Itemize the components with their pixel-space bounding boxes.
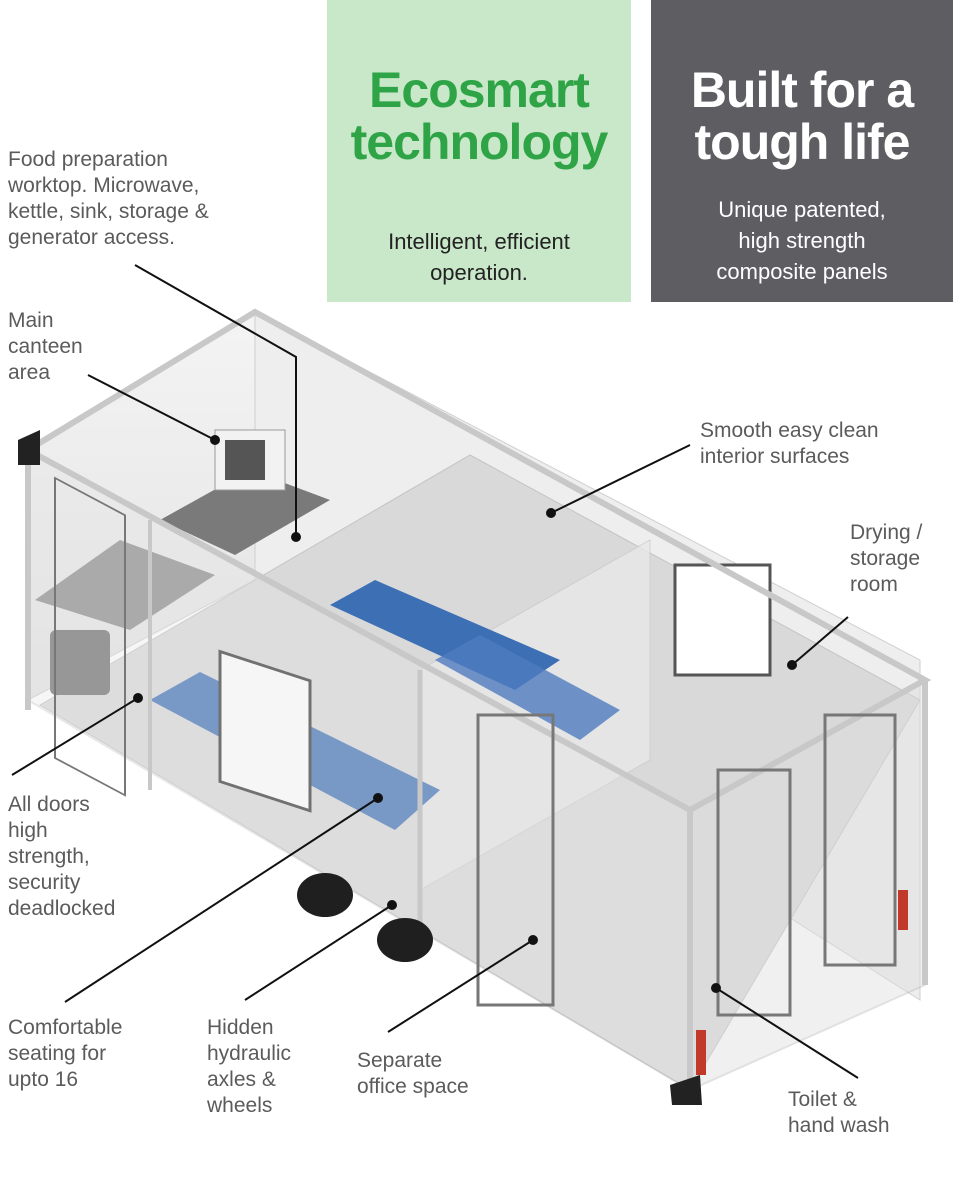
leader-lines bbox=[11, 264, 859, 1079]
seat-office bbox=[435, 635, 620, 740]
door-drying bbox=[823, 713, 897, 967]
ecosmart-body: Intelligent, efficient operation. bbox=[388, 229, 570, 285]
door-office bbox=[476, 713, 555, 1007]
tough-title: Built for a tough life bbox=[690, 62, 914, 170]
callout-doors: All doors high strength, security deadlo… bbox=[8, 793, 116, 920]
callout-toilet: Toilet & hand wash bbox=[788, 1088, 890, 1137]
callout-food-prep: Food preparation worktop. Microwave, ket… bbox=[8, 148, 209, 249]
worktop bbox=[160, 470, 330, 555]
ecosmart-panel: Ecosmart technology Intelligent, efficie… bbox=[327, 0, 631, 302]
callout-main-canteen: Main canteen area bbox=[8, 309, 83, 384]
callout-seating: Comfortable seating for upto 16 bbox=[8, 1016, 123, 1091]
callout-office: Separate office space bbox=[357, 1049, 469, 1098]
canteen-window bbox=[218, 649, 312, 813]
callout-drying-room: Drying / storage room bbox=[850, 521, 923, 596]
tough-panel: Built for a tough life Unique patented, … bbox=[651, 0, 953, 302]
wheel-front bbox=[377, 918, 433, 962]
callout-axles: Hidden hydraulic axles & wheels bbox=[207, 1016, 292, 1117]
drying-window bbox=[673, 563, 772, 677]
wheel-rear bbox=[297, 873, 353, 917]
door-left bbox=[54, 476, 126, 797]
water-tank bbox=[50, 630, 110, 695]
callout-smooth-surfaces: Smooth easy clean interior surfaces bbox=[700, 419, 879, 468]
ecosmart-title: Ecosmart technology bbox=[350, 62, 609, 170]
door-toilet bbox=[716, 768, 792, 1017]
tough-body: Unique patented, high strength composite… bbox=[716, 197, 888, 284]
